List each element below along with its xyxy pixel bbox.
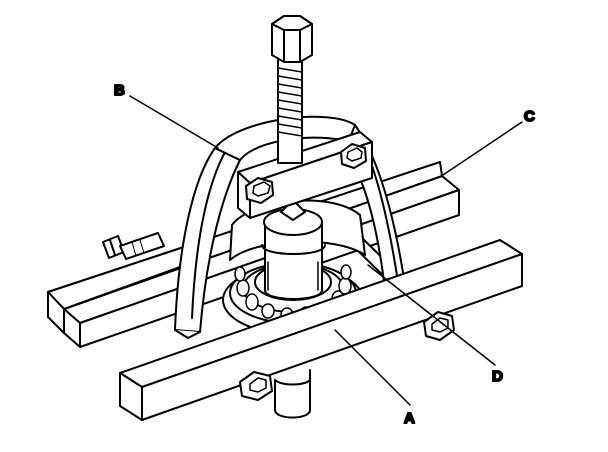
crossbar bbox=[237, 131, 373, 219]
leader-a bbox=[334, 329, 411, 406]
beam-nut-front-left bbox=[239, 371, 273, 401]
leader-c bbox=[439, 121, 523, 178]
label-b: B bbox=[114, 82, 125, 99]
leader-lines bbox=[129, 95, 523, 406]
label-d: D bbox=[492, 368, 503, 385]
front-beam bbox=[119, 239, 523, 421]
leader-d bbox=[367, 264, 496, 366]
side-bolt-left bbox=[102, 232, 165, 260]
leader-b bbox=[129, 95, 219, 149]
forcing-screw bbox=[271, 15, 313, 164]
label-a: A bbox=[404, 410, 415, 427]
screw-threads bbox=[277, 67, 303, 137]
bottom-shaft bbox=[274, 369, 311, 419]
label-c: C bbox=[524, 108, 535, 125]
